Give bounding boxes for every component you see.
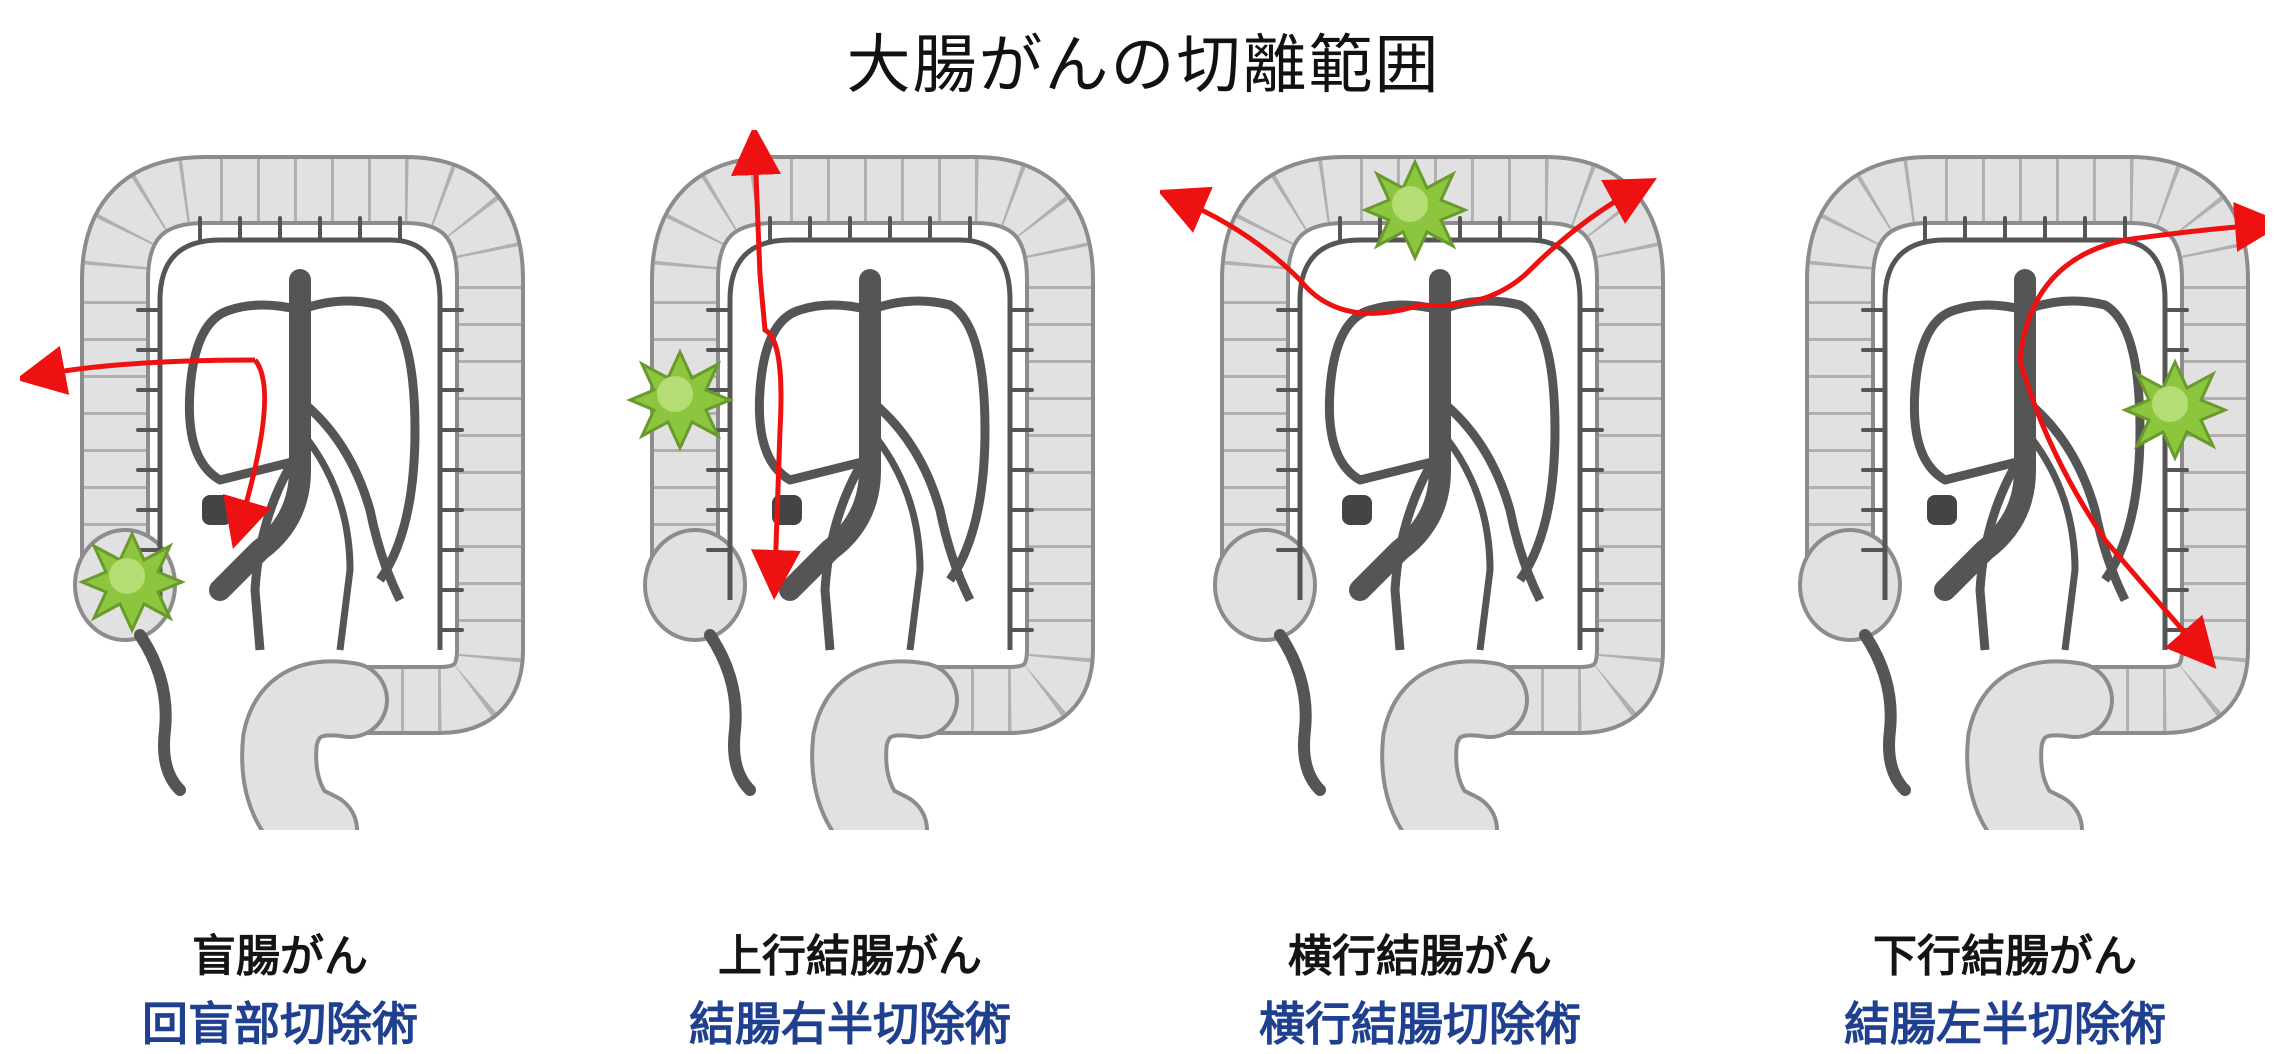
surgery-label: 回盲部切除術 xyxy=(142,997,418,1051)
resection-line xyxy=(1419,178,1657,309)
surgery-label: 横行結腸切除術 xyxy=(1259,997,1581,1051)
resection-line xyxy=(1160,186,1421,316)
panel-transverse-colon: 横行結腸がん 横行結腸切除術 xyxy=(1160,130,1680,1051)
resection-line xyxy=(2017,201,2265,361)
resection-line xyxy=(20,345,256,395)
panel-ascending-colon: 上行結腸がん 結腸右半切除術 xyxy=(590,130,1110,1051)
tumor-icon xyxy=(2123,360,2227,460)
tumor-icon xyxy=(628,350,732,450)
cancer-label: 盲腸がん xyxy=(192,931,368,982)
resection-line xyxy=(750,274,801,600)
tumor-icon xyxy=(1363,160,1467,260)
panel-descending-colon: 下行結腸がん 結腸左半切除術 xyxy=(1745,130,2265,1051)
cancer-label: 横行結腸がん xyxy=(1288,931,1552,982)
tumor-icon xyxy=(80,532,184,632)
colon-diagram-descending xyxy=(1745,130,2265,830)
colon-diagram-cecum xyxy=(20,130,540,830)
resection-line xyxy=(223,358,272,549)
panel-cecum: 盲腸がん 回盲部切除術 xyxy=(20,130,540,1051)
cancer-label: 下行結腸がん xyxy=(1873,931,2137,982)
resection-line xyxy=(2017,359,2217,669)
cancer-label: 上行結腸がん xyxy=(718,931,982,982)
surgery-label: 結腸左半切除術 xyxy=(1844,997,2166,1051)
surgery-label: 結腸右半切除術 xyxy=(689,997,1011,1051)
colon-diagram-transverse xyxy=(1160,130,1680,830)
resection-line xyxy=(731,130,781,276)
page-title: 大腸がんの切離範囲 xyxy=(846,29,1441,103)
colon-diagram-ascending xyxy=(590,130,1110,830)
